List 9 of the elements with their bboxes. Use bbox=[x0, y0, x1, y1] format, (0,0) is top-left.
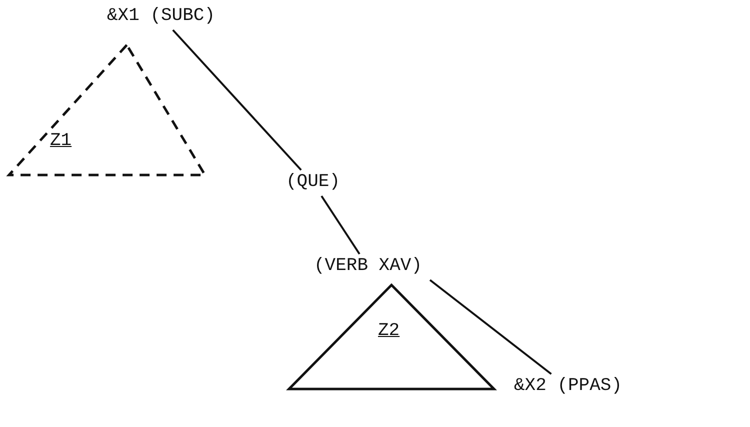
subtree-label: Z1 bbox=[50, 130, 72, 152]
subtree-label: Z2 bbox=[378, 320, 400, 342]
tree-node-label: (VERB XAV) bbox=[298, 254, 438, 280]
tree-node-label: (QUE) bbox=[277, 170, 349, 196]
tree-node-label: &X1 (SUBC) bbox=[96, 4, 226, 30]
connector-line bbox=[172, 29, 302, 171]
connector-line bbox=[320, 195, 360, 255]
tree-node-label: &X2 (PPAS) bbox=[498, 374, 638, 400]
connector-line bbox=[429, 279, 552, 375]
